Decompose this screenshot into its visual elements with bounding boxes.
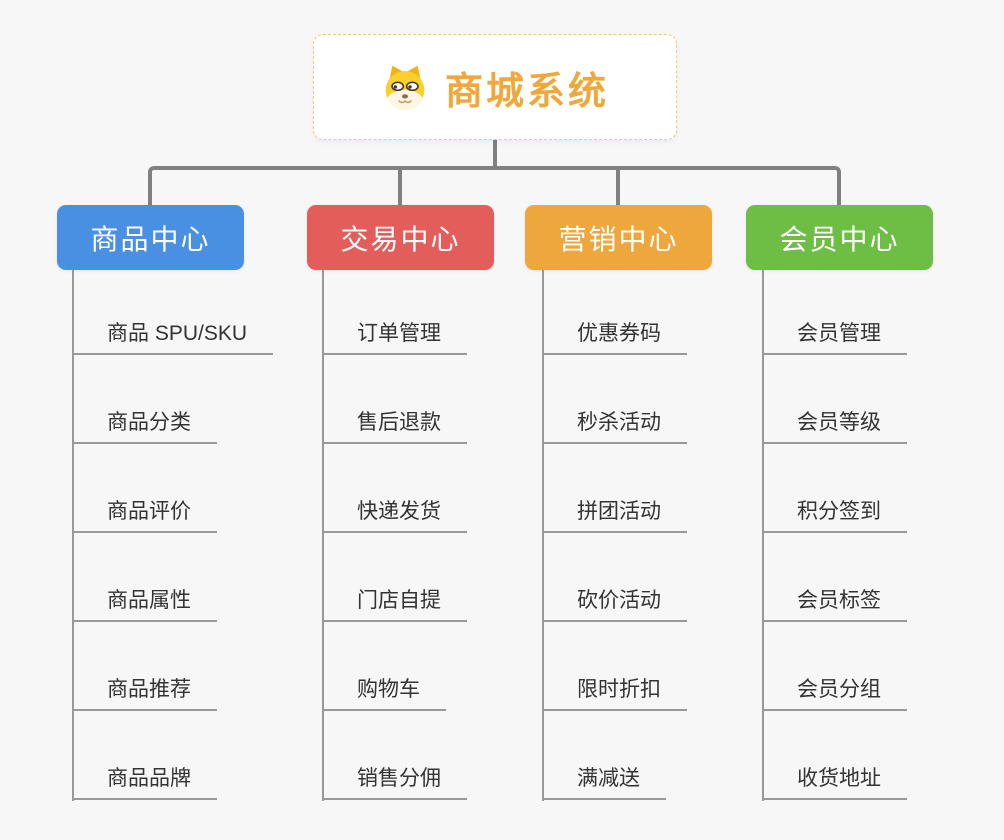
connector-trunk-line — [72, 270, 74, 801]
subtopic-node[interactable]: 售后退款 — [322, 400, 467, 444]
branch-box-marketing-center[interactable]: 营销中心 — [525, 205, 712, 270]
root-title: 商城系统 — [444, 70, 609, 113]
subtopic-node[interactable]: 积分签到 — [762, 489, 907, 533]
branch-label: 商品中心 — [90, 223, 211, 255]
branch-box-trade-center[interactable]: 交易中心 — [307, 205, 494, 270]
root-node[interactable]: 商城系统 — [313, 34, 677, 140]
subtopic-node[interactable]: 限时折扣 — [542, 667, 687, 711]
subtopic-node[interactable]: 商品 SPU/SKU — [72, 311, 274, 355]
connector-root-stub — [493, 138, 497, 168]
subtopic-node[interactable]: 商品推荐 — [72, 667, 217, 711]
subtopic-node[interactable]: 商品品牌 — [72, 756, 217, 800]
branch-label: 营销中心 — [558, 223, 679, 255]
subtopic-node[interactable]: 收货地址 — [762, 756, 907, 800]
branch-children-goods: 商品 SPU/SKU 商品分类 商品评价 商品属性 商品推荐 商品品牌 — [72, 270, 322, 810]
connector-bus-line — [148, 166, 841, 208]
subtopic-node[interactable]: 秒杀活动 — [542, 400, 687, 444]
subtopic-node[interactable]: 商品评价 — [72, 489, 217, 533]
subtopic-node[interactable]: 购物车 — [322, 667, 446, 711]
connector-drop-line — [616, 168, 620, 208]
connector-trunk-line — [762, 270, 764, 801]
subtopic-node[interactable]: 会员等级 — [762, 400, 907, 444]
subtopic-node[interactable]: 优惠券码 — [542, 311, 687, 355]
connector-trunk-line — [322, 270, 324, 801]
subtopic-node[interactable]: 会员分组 — [762, 667, 907, 711]
subtopic-node[interactable]: 商品属性 — [72, 578, 217, 622]
subtopic-node[interactable]: 会员标签 — [762, 578, 907, 622]
branch-box-goods-center[interactable]: 商品中心 — [57, 205, 244, 270]
branch-children-member: 会员管理 会员等级 积分签到 会员标签 会员分组 收货地址 — [762, 270, 1004, 810]
connector-drop-line — [398, 168, 402, 208]
branch-label: 会员中心 — [779, 223, 900, 255]
subtopic-node[interactable]: 商品分类 — [72, 400, 217, 444]
subtopic-node[interactable]: 砍价活动 — [542, 578, 687, 622]
branch-label: 交易中心 — [340, 223, 461, 255]
branch-children-marketing: 优惠券码 秒杀活动 拼团活动 砍价活动 限时折扣 满减送 — [542, 270, 792, 810]
branch-children-trade: 订单管理 售后退款 快递发货 门店自提 购物车 销售分佣 — [322, 270, 572, 810]
subtopic-node[interactable]: 满减送 — [542, 756, 666, 800]
dog-face-icon — [385, 65, 425, 110]
subtopic-node[interactable]: 快递发货 — [322, 489, 467, 533]
subtopic-node[interactable]: 订单管理 — [322, 311, 467, 355]
subtopic-node[interactable]: 拼团活动 — [542, 489, 687, 533]
subtopic-node[interactable]: 销售分佣 — [322, 756, 467, 800]
connector-trunk-line — [542, 270, 544, 801]
branch-box-member-center[interactable]: 会员中心 — [746, 205, 933, 270]
subtopic-node[interactable]: 门店自提 — [322, 578, 467, 622]
subtopic-node[interactable]: 会员管理 — [762, 311, 907, 355]
